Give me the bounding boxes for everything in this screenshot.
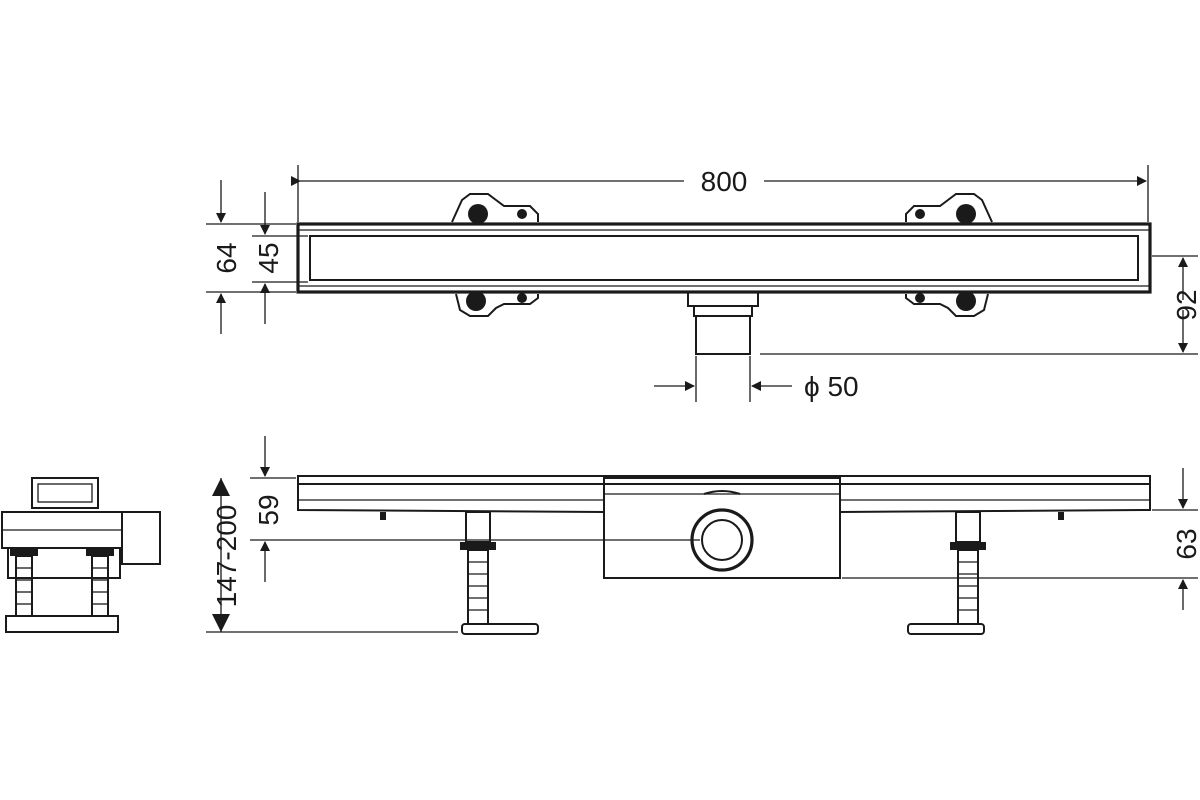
end-view-leg-left	[5, 548, 119, 633]
bracket-right-bottom	[905, 291, 989, 317]
end-view	[1, 477, 161, 633]
foot-left	[460, 511, 539, 635]
top-view: 800 64 45 92 ϕ 50	[206, 165, 1200, 402]
end-view-leg-right	[86, 548, 114, 617]
outlet-top-view	[687, 291, 759, 355]
dim-adjust-range: 147-200	[211, 505, 242, 608]
dim-outlet-height: 59	[253, 494, 284, 525]
bracket-right-top	[905, 193, 993, 224]
end-view-outlet	[121, 511, 161, 565]
bracket-left-bottom	[455, 291, 539, 317]
channel-rail-front	[297, 475, 1151, 485]
dim-depth: 92	[1171, 289, 1200, 320]
channel-outline-top	[296, 222, 1152, 294]
bracket-left-top	[451, 193, 539, 224]
end-view-channel	[31, 477, 99, 509]
foot-right	[907, 511, 986, 635]
dim-length: 800	[701, 166, 748, 197]
dim-outlet-diameter: ϕ 50	[804, 371, 859, 402]
dim-height-inner: 45	[253, 242, 284, 273]
outlet-body-front	[603, 477, 841, 579]
front-view: 59 147-200 63	[206, 436, 1200, 635]
channel-grate-top	[309, 235, 1139, 281]
dim-body-height: 63	[1171, 528, 1200, 559]
dim-height-outer: 64	[211, 242, 242, 273]
